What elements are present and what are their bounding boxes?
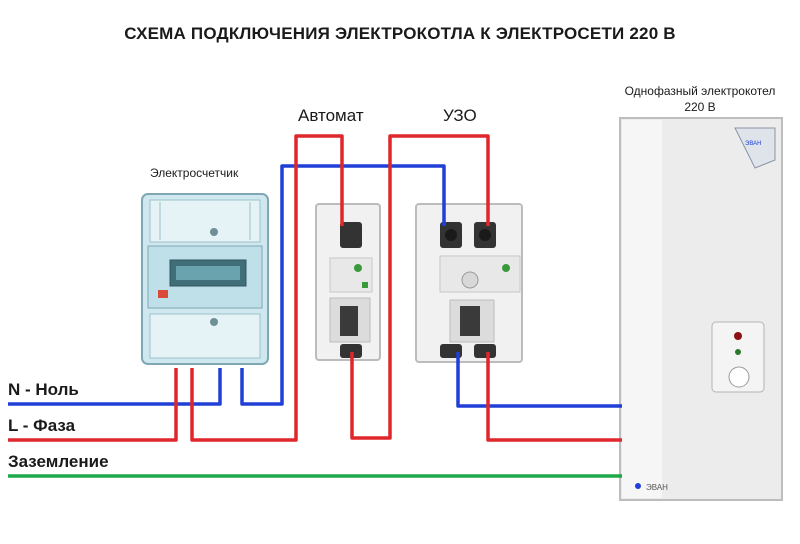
phase-wires	[8, 134, 622, 442]
thermostat-knob-icon	[728, 366, 750, 388]
neutral-wires	[8, 164, 622, 408]
neutral-wire-in	[8, 368, 222, 406]
neutral-line-label: N - Ноль	[8, 380, 79, 399]
meter-label: Электросчетчик	[150, 166, 239, 180]
neutral-wire-rcd-to-boiler	[456, 352, 622, 408]
rcd-device	[415, 203, 523, 363]
neutral-wire-meter-to-rcd	[240, 164, 446, 406]
ground-line-label: Заземление	[8, 452, 109, 471]
electricity-meter	[141, 193, 269, 365]
breaker-label: Автомат	[298, 106, 364, 125]
phase-wire-meter-to-breaker	[190, 134, 344, 442]
boiler-label-line2: 220 В	[684, 100, 716, 114]
rcd-label: УЗО	[443, 106, 477, 125]
boiler-label-line1: Однофазный электрокотел	[624, 84, 776, 98]
phase-wire-breaker-to-rcd	[350, 134, 490, 440]
boiler-brand-label: ЭВАН	[646, 483, 668, 492]
phase-wire-in	[8, 368, 178, 442]
svg-text:ЭВАН: ЭВАН	[745, 141, 761, 147]
indicator-green-icon	[735, 349, 741, 355]
boiler: ЭВАН	[619, 117, 783, 501]
phase-wire-rcd-to-boiler	[486, 352, 622, 442]
phase-line-label: L - Фаза	[8, 416, 76, 435]
circuit-breaker	[315, 203, 381, 361]
indicator-red-icon	[734, 332, 742, 340]
diagram-title: СХЕМА ПОДКЛЮЧЕНИЯ ЭЛЕКТРОКОТЛА К ЭЛЕКТРО…	[124, 24, 676, 43]
